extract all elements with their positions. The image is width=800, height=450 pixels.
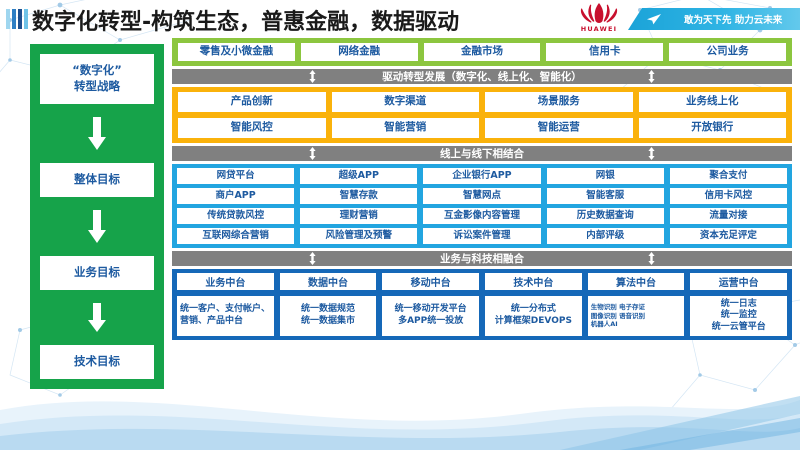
drive-item[interactable]: 智能营销 — [331, 118, 479, 138]
platform-header[interactable]: 移动中台 — [382, 273, 480, 290]
platform-detail[interactable]: 统一日志 统一监控 统一云管平台 — [690, 296, 788, 336]
online-item[interactable]: 内部评级 — [546, 228, 664, 244]
online-item[interactable]: 超级APP — [300, 168, 418, 184]
online-item[interactable]: 流量对接 — [669, 208, 788, 224]
drive-row: 产品创新 数字渠道 场景服务 业务线上化 — [178, 92, 786, 112]
online-item[interactable]: 智慧网点 — [423, 188, 541, 204]
platform-header[interactable]: 算法中台 — [587, 273, 685, 290]
up-down-arrow-icon — [648, 147, 655, 160]
strategy-item-overall-goal[interactable]: 整体目标 — [40, 163, 154, 197]
connector-label: 线上与线下相结合 — [440, 148, 524, 160]
up-down-arrow-icon — [309, 147, 316, 160]
huawei-logo: HUAWEI — [576, 2, 622, 36]
connector-label: 驱动转型发展（数字化、线上化、智能化） — [382, 71, 582, 83]
platform-header-row: 业务中台 数据中台 移动中台 技术中台 算法中台 运营中台 — [177, 273, 788, 290]
up-down-arrow-icon — [648, 252, 655, 265]
connector-online-offline: 线上与线下相结合 — [172, 146, 792, 161]
arrow-down-icon — [86, 197, 108, 256]
drive-capabilities-band: 产品创新 数字渠道 场景服务 业务线上化 智能风控 智能营销 智能运营 开放银行 — [172, 87, 792, 143]
online-item[interactable]: 互金影像内容管理 — [423, 208, 541, 224]
huawei-wordmark: HUAWEI — [580, 25, 618, 33]
drive-row: 智能风控 智能营销 智能运营 开放银行 — [178, 118, 786, 138]
strategy-column: “数字化” 转型战略 整体目标 业务目标 技术目标 — [30, 44, 164, 389]
drive-item[interactable]: 智能运营 — [485, 118, 633, 138]
huawei-flower-icon — [580, 3, 618, 23]
arrow-down-icon — [86, 290, 108, 345]
business-line-item[interactable]: 网络金融 — [300, 43, 418, 61]
online-item[interactable]: 理财营销 — [300, 208, 418, 224]
connector-label: 业务与科技相融合 — [440, 253, 524, 265]
platform-detail[interactable]: 统一移动开发平台 多APP统一投放 — [382, 296, 480, 336]
architecture-stack: 零售及小微金融 网络金融 金融市场 信用卡 公司业务 驱动转型发展（数字化、线上… — [172, 38, 792, 400]
online-row: 互联网综合营销 风险管理及预警 诉讼案件管理 内部评级 资本充足评定 — [177, 228, 788, 244]
up-down-arrow-icon — [648, 70, 655, 83]
business-line-item[interactable]: 金融市场 — [423, 43, 541, 61]
page-title: 数字化转型-构筑生态，普惠金融，数据驱动 — [32, 10, 460, 35]
business-line-item[interactable]: 公司业务 — [669, 43, 786, 61]
online-item[interactable]: 商户APP — [177, 188, 295, 204]
business-line-item[interactable]: 零售及小微金融 — [178, 43, 295, 61]
online-row: 传统贷款风控 理财营销 互金影像内容管理 历史数据查询 流量对接 — [177, 208, 788, 224]
online-item[interactable]: 聚合支付 — [669, 168, 788, 184]
middle-platform-band: 业务中台 数据中台 移动中台 技术中台 算法中台 运营中台 统一客户、支付帐户、… — [172, 269, 792, 340]
strategy-label: 业务目标 — [74, 265, 120, 280]
drive-item[interactable]: 智能风控 — [178, 118, 326, 138]
platform-detail[interactable]: 统一分布式 计算框架DEVOPS — [485, 296, 582, 336]
slide-footer — [0, 400, 800, 450]
arrow-down-icon — [86, 104, 108, 163]
strategy-item-business-goal[interactable]: 业务目标 — [40, 256, 154, 290]
strategy-label-line1: “数字化” 转型战略 — [72, 63, 122, 93]
business-lines-band: 零售及小微金融 网络金融 金融市场 信用卡 公司业务 — [172, 38, 792, 66]
drive-item[interactable]: 场景服务 — [485, 92, 633, 112]
platform-header[interactable]: 运营中台 — [690, 273, 788, 290]
online-services-band: 网贷平台 超级APP 企业银行APP 网银 聚合支付 商户APP 智慧存款 智慧… — [172, 164, 792, 248]
online-item[interactable]: 风险管理及预警 — [300, 228, 418, 244]
slogan-ribbon: 敢为天下先 助力云未来 — [628, 8, 800, 30]
online-row: 商户APP 智慧存款 智慧网点 智能客服 信用卡风控 — [177, 188, 788, 204]
drive-item[interactable]: 开放银行 — [638, 118, 786, 138]
connector-business-tech-fusion: 业务与科技相融合 — [172, 251, 792, 266]
platform-header[interactable]: 数据中台 — [279, 273, 377, 290]
slide-header: 数字化转型-构筑生态，普惠金融，数据驱动 HUAWEI 敢为天下先 助力云未来 — [0, 0, 800, 38]
online-item[interactable]: 互联网综合营销 — [177, 228, 295, 244]
platform-detail[interactable]: 统一数据规范 统一数据集市 — [279, 296, 377, 336]
platform-body-row: 统一客户、支付帐户、营销、产品中台 统一数据规范 统一数据集市 统一移动开发平台… — [177, 296, 788, 336]
slide-body: “数字化” 转型战略 整体目标 业务目标 技术目标 零售及小微金融 网络金融 金… — [0, 38, 800, 400]
blue-bars-icon — [6, 9, 28, 29]
drive-item[interactable]: 业务线上化 — [638, 92, 786, 112]
up-down-arrow-icon — [309, 252, 316, 265]
online-item[interactable]: 网贷平台 — [177, 168, 295, 184]
online-item[interactable]: 智能客服 — [546, 188, 664, 204]
slogan-text: 敢为天下先 助力云未来 — [684, 15, 783, 26]
paper-plane-icon — [647, 14, 661, 25]
strategy-label: 整体目标 — [74, 172, 120, 187]
platform-header[interactable]: 技术中台 — [485, 273, 582, 290]
drive-item[interactable]: 产品创新 — [178, 92, 326, 112]
platform-detail[interactable]: 统一客户、支付帐户、营销、产品中台 — [177, 296, 274, 336]
connector-drive-transformation: 驱动转型发展（数字化、线上化、智能化） — [172, 69, 792, 84]
strategy-item-technology-goal[interactable]: 技术目标 — [40, 345, 154, 379]
online-item[interactable]: 企业银行APP — [423, 168, 541, 184]
online-item[interactable]: 诉讼案件管理 — [423, 228, 541, 244]
drive-item[interactable]: 数字渠道 — [331, 92, 479, 112]
online-item[interactable]: 传统贷款风控 — [177, 208, 295, 224]
online-row: 网贷平台 超级APP 企业银行APP 网银 聚合支付 — [177, 168, 788, 184]
online-item[interactable]: 信用卡风控 — [669, 188, 788, 204]
business-lines-row: 零售及小微金融 网络金融 金融市场 信用卡 公司业务 — [178, 43, 786, 61]
online-item[interactable]: 资本充足评定 — [669, 228, 788, 244]
platform-detail[interactable]: 生物识别 电子存证 图像识别 语音识别 机器人AI — [587, 296, 685, 336]
platform-header[interactable]: 业务中台 — [177, 273, 274, 290]
strategy-item-digital[interactable]: “数字化” 转型战略 — [40, 54, 154, 104]
up-down-arrow-icon — [309, 70, 316, 83]
online-item[interactable]: 历史数据查询 — [546, 208, 664, 224]
strategy-label: 技术目标 — [74, 354, 120, 369]
online-item[interactable]: 网银 — [546, 168, 664, 184]
business-line-item[interactable]: 信用卡 — [546, 43, 664, 61]
online-item[interactable]: 智慧存款 — [300, 188, 418, 204]
